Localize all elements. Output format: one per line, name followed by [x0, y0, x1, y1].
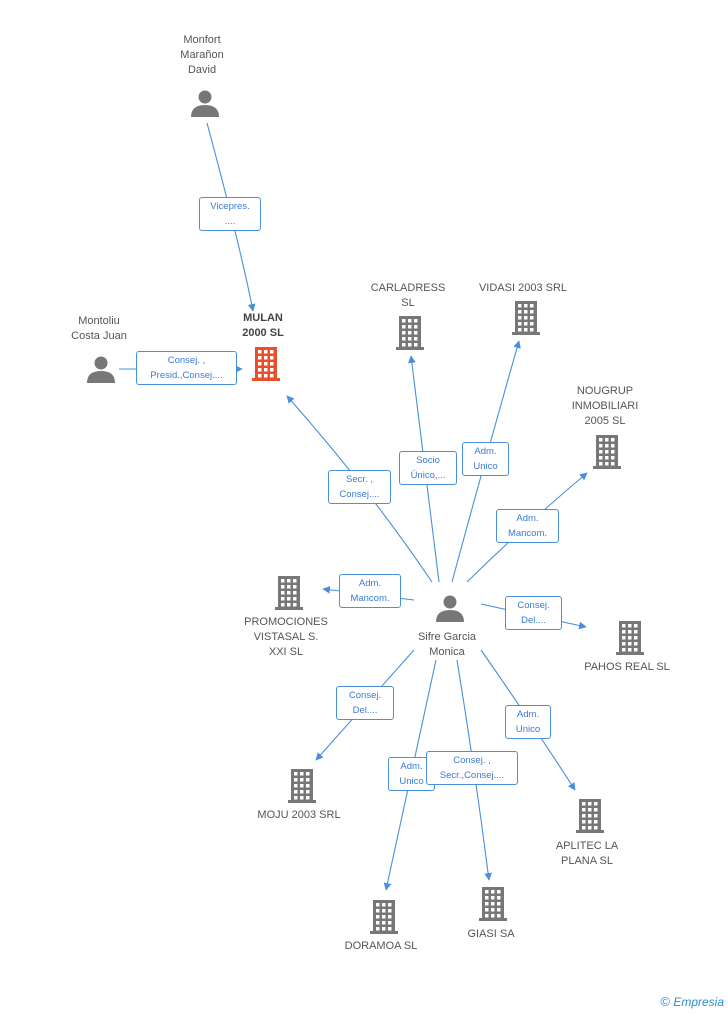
node-label-vidasi[interactable]: VIDASI 2003 SRL: [478, 282, 568, 294]
moju-building-icon[interactable]: [288, 769, 316, 803]
node-label-sifre[interactable]: Sifre Garcia Monica: [417, 631, 477, 658]
brand-logo: Empresia: [673, 995, 724, 1009]
edge-label-sifre-pahos[interactable]: Consej. Del....: [505, 596, 562, 630]
edge-label-sifre-promociones[interactable]: Adm. Mancom.: [339, 574, 401, 608]
edge-label-sifre-vidasi[interactable]: Adm. Unico: [462, 442, 509, 476]
edge-label-sifre-carladress[interactable]: Socio Único,...: [399, 451, 457, 485]
node-icons: [87, 90, 644, 934]
node-label-moju[interactable]: MOJU 2003 SRL: [257, 809, 341, 821]
node-label-pahos[interactable]: PAHOS REAL SL: [584, 661, 670, 673]
copyright-icon: ©: [660, 994, 670, 1009]
edge-label-sifre-moju[interactable]: Consej. Del....: [336, 686, 394, 720]
node-label-monfort[interactable]: Monfort Marañon David: [180, 34, 224, 76]
edge-label-sifre-giasi[interactable]: Consej. , Secr.,Consej....: [426, 751, 518, 785]
nougrup-building-icon[interactable]: [593, 435, 621, 469]
giasi-building-icon[interactable]: [479, 887, 507, 921]
montoliu-person-icon[interactable]: [87, 356, 115, 384]
carladress-building-icon[interactable]: [396, 316, 424, 350]
sifre-person-icon[interactable]: [436, 595, 464, 623]
footer-brand: © Empresia: [660, 994, 724, 1009]
node-label-mulan[interactable]: MULAN 2000 SL: [242, 312, 284, 339]
node-label-carladress[interactable]: CARLADRESS SL: [370, 282, 446, 309]
node-label-nougrup[interactable]: NOUGRUP INMOBILIARI 2005 SL: [571, 385, 639, 427]
edge-label-sifre-nougrup[interactable]: Adm. Mancom.: [496, 509, 559, 543]
vidasi-building-icon[interactable]: [512, 301, 540, 335]
edge-label-monfort-mulan[interactable]: Vicepres. ....: [199, 197, 261, 231]
node-label-giasi[interactable]: GIASI SA: [467, 928, 515, 940]
edge-label-montoliu-mulan[interactable]: Consej. , Presid.,Consej....: [136, 351, 237, 385]
edge-label-sifre-aplitec[interactable]: Adm. Unico: [505, 705, 551, 739]
node-label-aplitec[interactable]: APLITEC LA PLANA SL: [555, 840, 619, 867]
node-label-montoliu[interactable]: Montoliu Costa Juan: [71, 315, 127, 342]
edge-label-sifre-mulan[interactable]: Secr. , Consej....: [328, 470, 391, 504]
pahos-building-icon[interactable]: [616, 621, 644, 655]
doramoa-building-icon[interactable]: [370, 900, 398, 934]
edge-monfort-mulan: [206, 122, 256, 312]
node-label-doramoa[interactable]: DORAMOA SL: [344, 940, 418, 952]
monfort-person-icon[interactable]: [191, 90, 219, 118]
promociones-building-icon[interactable]: [275, 576, 303, 610]
aplitec-building-icon[interactable]: [576, 799, 604, 833]
mulan-building-icon[interactable]: [252, 347, 280, 381]
node-label-promociones[interactable]: PROMOCIONES VISTASAL S. XXI SL: [244, 616, 328, 658]
